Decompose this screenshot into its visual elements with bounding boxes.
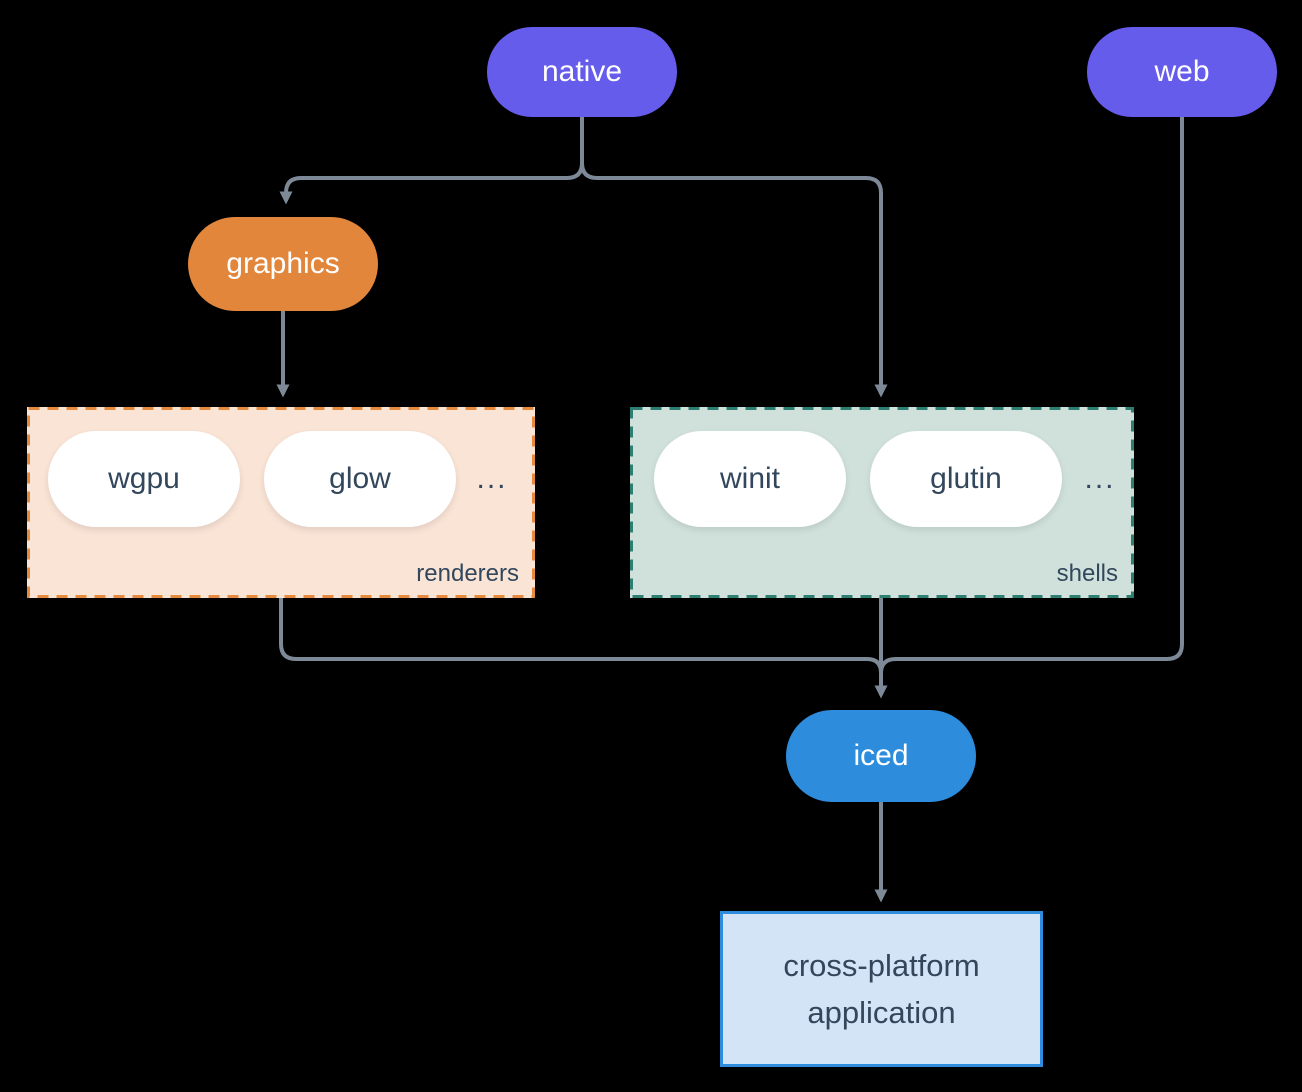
application-label-line1: cross-platform bbox=[783, 947, 980, 983]
edge-native-shells bbox=[580, 162, 888, 398]
node-winit: winit bbox=[654, 431, 846, 527]
node-iced-label: iced bbox=[853, 739, 909, 772]
renderers-group-label: renderers bbox=[416, 560, 519, 587]
node-native-label: native bbox=[541, 55, 623, 88]
node-glutin: glutin bbox=[870, 431, 1062, 527]
node-wgpu: wgpu bbox=[48, 431, 240, 527]
shells-ellipsis: ... bbox=[1084, 462, 1116, 495]
shells-group-label-wrap: shells bbox=[630, 407, 1134, 598]
application-label-line2: application bbox=[807, 995, 956, 1030]
node-native: native bbox=[487, 27, 677, 117]
edge-native-graphics bbox=[279, 117, 584, 205]
node-web-label: web bbox=[1154, 55, 1210, 88]
node-web: web bbox=[1087, 27, 1277, 117]
node-glow: glow bbox=[264, 431, 456, 527]
renderers-ellipsis: ... bbox=[476, 462, 508, 495]
edge-renderers-iced bbox=[279, 598, 883, 674]
node-wgpu-label: wgpu bbox=[108, 462, 180, 495]
shells-dashed-border bbox=[630, 407, 1134, 598]
node-cross-platform-application: cross-platform application bbox=[720, 911, 1043, 1067]
node-glutin-label: glutin bbox=[930, 462, 1002, 495]
renderers-group-label-wrap: renderers bbox=[27, 407, 535, 598]
renderers-dashed-border bbox=[27, 407, 535, 598]
node-iced: iced bbox=[786, 710, 976, 802]
node-winit-label: winit bbox=[719, 462, 780, 495]
shells-group-label: shells bbox=[1056, 560, 1118, 587]
node-graphics: graphics bbox=[188, 217, 378, 311]
node-graphics-label: graphics bbox=[226, 247, 340, 280]
node-glow-label: glow bbox=[329, 462, 391, 495]
